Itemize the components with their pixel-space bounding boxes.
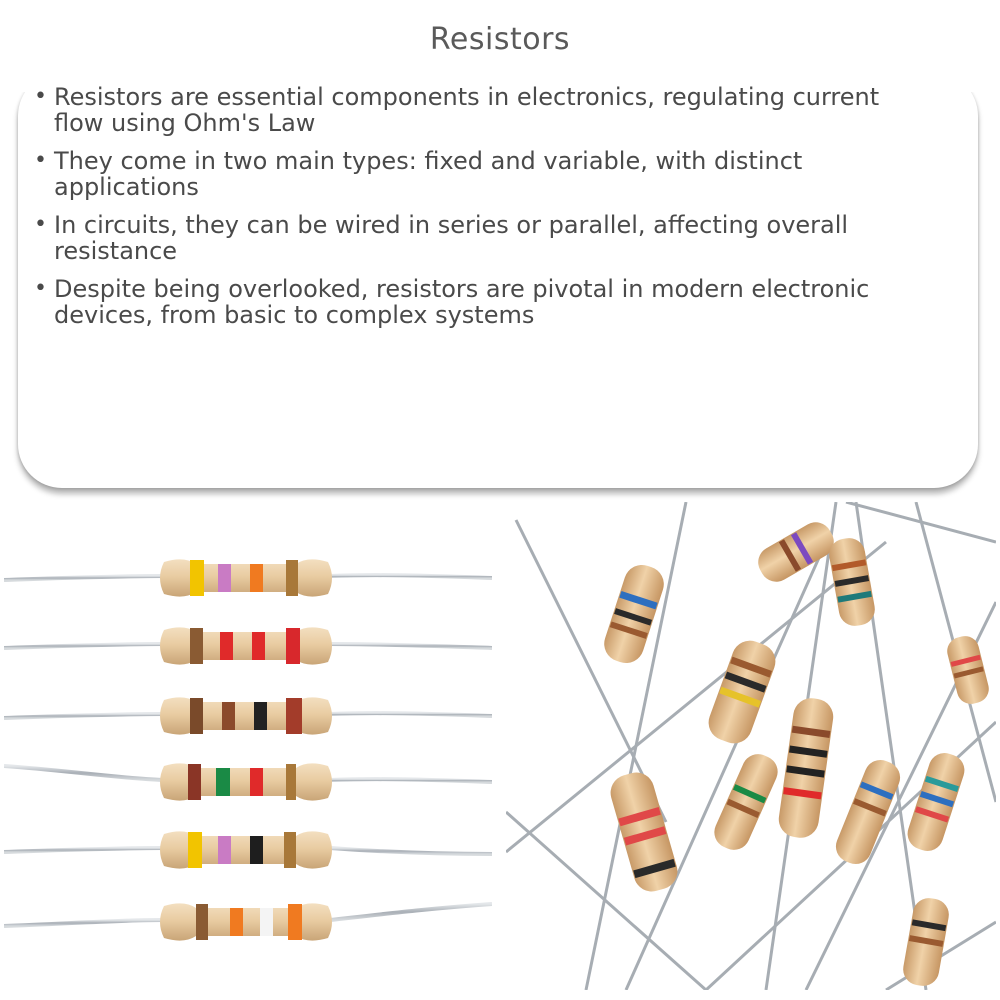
resistor-row-image [4, 559, 492, 941]
bullet-icon: • [34, 276, 47, 301]
resistor-c [829, 538, 875, 626]
resistor-4 [4, 763, 492, 801]
resistor-g [610, 772, 678, 892]
resistor-j [947, 636, 989, 704]
resistor-h [835, 760, 901, 864]
resistor-3 [4, 697, 492, 735]
bullet-item: • In circuits, they can be wired in serie… [34, 212, 934, 264]
bullet-icon: • [34, 212, 47, 237]
resistor-k [903, 898, 949, 986]
bullet-text: Despite being overlooked, resistors are … [54, 275, 870, 329]
resistor-5 [4, 831, 492, 869]
bullet-item: • Despite being overlooked, resistors are… [34, 276, 934, 328]
resistor-2 [4, 627, 492, 665]
resistor-b [758, 522, 834, 582]
resistor-a [604, 564, 664, 664]
bullet-text: They come in two main types: fixed and v… [54, 147, 803, 201]
bullet-icon: • [34, 84, 47, 109]
bullet-item: • Resistors are essential components in e… [34, 84, 934, 136]
bullet-list: • Resistors are essential components in e… [34, 84, 934, 340]
resistor-1 [4, 559, 492, 597]
resistor-f [714, 754, 778, 850]
resistor-6 [4, 902, 492, 941]
resistor-d [708, 640, 776, 744]
resistor-i [907, 753, 965, 851]
bullet-icon: • [34, 148, 47, 173]
page-title: Resistors [429, 22, 571, 57]
resistor-pile-photo [506, 502, 996, 990]
bullet-text: In circuits, they can be wired in series… [54, 211, 849, 265]
resistor-row-photo: ​ [4, 502, 492, 990]
bullet-text: Resistors are essential components in el… [54, 83, 880, 137]
resistor-e [778, 698, 834, 838]
bullet-item: • They come in two main types: fixed and … [34, 148, 934, 200]
card-top-edge [0, 62, 1000, 92]
resistor-pile-image [506, 502, 996, 990]
summary-card [18, 72, 978, 488]
